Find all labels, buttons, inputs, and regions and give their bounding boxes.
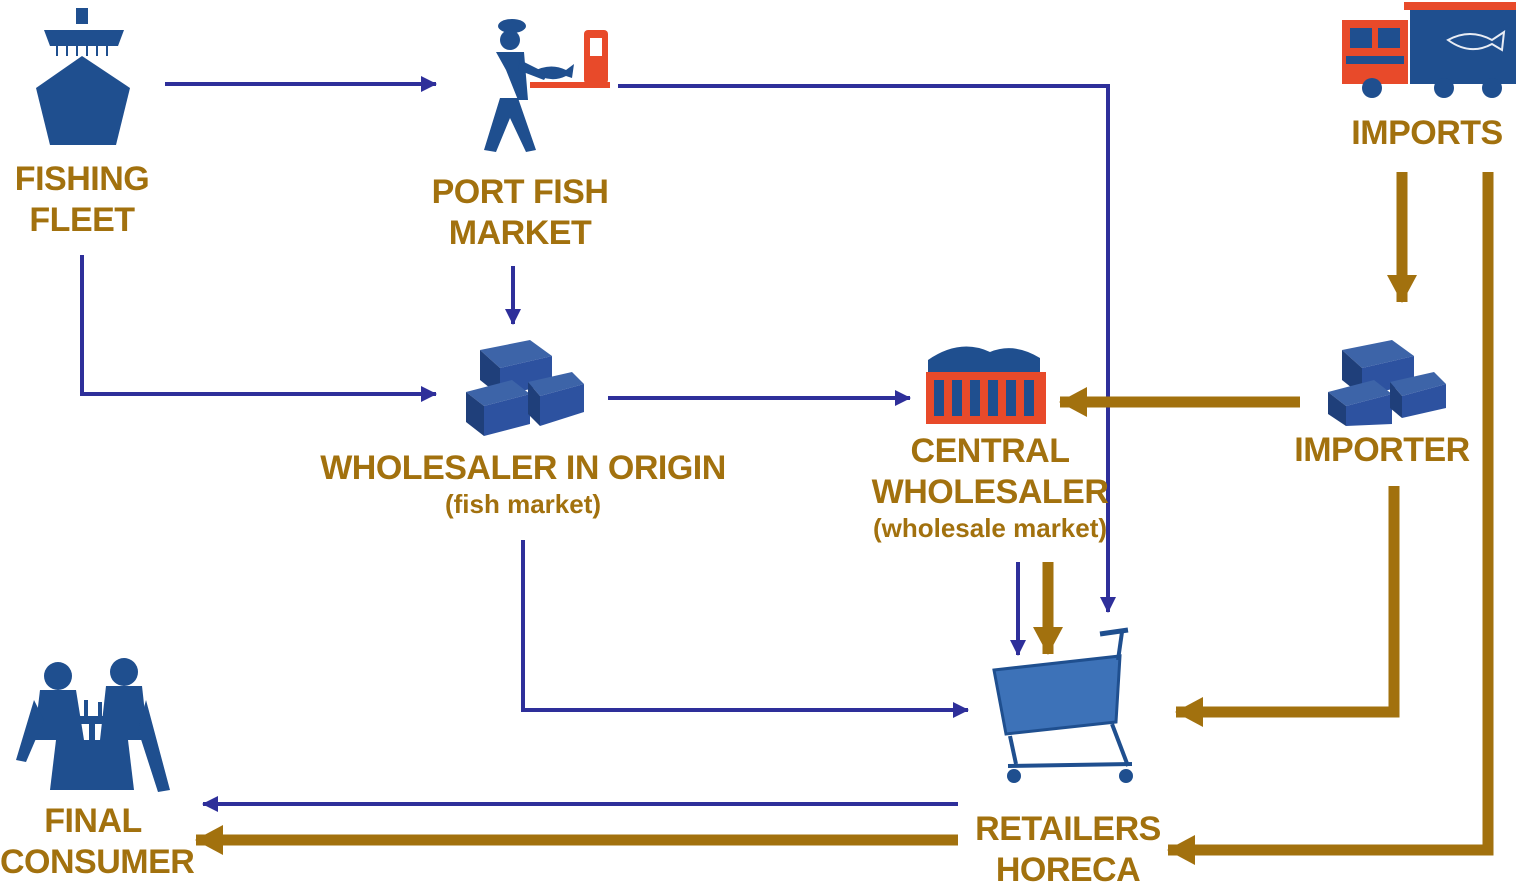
wholesaler-origin-label: WHOLESALER IN ORIGIN (fish market) bbox=[318, 448, 728, 520]
shopping-cart-icon bbox=[992, 627, 1133, 783]
final-consumer-line2: CONSUMER bbox=[0, 842, 195, 881]
importer-line1: IMPORTER bbox=[1294, 431, 1470, 469]
central-wholesaler-label: CENTRAL WHOLESALER (wholesale market) bbox=[860, 431, 1120, 544]
retailers-label: RETAILERS HORECA bbox=[968, 809, 1168, 891]
arrow-wholesaler-origin-to-retailers bbox=[521, 540, 969, 718]
boxes-icon bbox=[1328, 340, 1446, 426]
central-wholesaler-line3: (wholesale market) bbox=[872, 512, 1108, 543]
diners-icon bbox=[16, 658, 170, 792]
arrow-fleet-to-wholesaler-origin bbox=[80, 255, 437, 402]
fishing-fleet-line1: FISHING bbox=[14, 160, 150, 198]
truck-icon bbox=[1342, 2, 1516, 98]
central-wholesaler-line1: CENTRAL bbox=[910, 432, 1070, 470]
fisherman-icon bbox=[484, 19, 610, 152]
fishing-fleet-label: FISHING FLEET bbox=[6, 159, 158, 241]
arrow-importer-to-retailers bbox=[1175, 486, 1400, 727]
importer-label: IMPORTER bbox=[1290, 430, 1474, 471]
ship-icon bbox=[36, 8, 130, 145]
port-fish-market-line2: MARKET bbox=[448, 213, 592, 252]
boxes-icon bbox=[466, 340, 584, 436]
port-fish-market-label: PORT FISH MARKET bbox=[420, 172, 620, 254]
arrow-port-market-to-retailers bbox=[618, 84, 1116, 613]
final-consumer-label: FINAL CONSUMER bbox=[0, 801, 195, 883]
wholesaler-origin-line1: WHOLESALER IN ORIGIN bbox=[320, 449, 726, 487]
final-consumer-line1: FINAL bbox=[44, 802, 142, 840]
arrow-imports-to-retailers bbox=[1167, 172, 1494, 865]
wholesaler-origin-line2: (fish market) bbox=[444, 488, 602, 519]
retailers-line2: HORECA bbox=[995, 850, 1141, 889]
fishing-fleet-line2: FLEET bbox=[29, 200, 135, 239]
port-fish-market-line1: PORT FISH bbox=[431, 173, 609, 211]
imports-line1: IMPORTS bbox=[1351, 114, 1503, 152]
imports-label: IMPORTS bbox=[1340, 113, 1514, 154]
central-wholesaler-line2: WHOLESALER bbox=[871, 472, 1109, 511]
retailers-line1: RETAILERS bbox=[975, 810, 1161, 848]
crate-icon bbox=[926, 346, 1046, 424]
